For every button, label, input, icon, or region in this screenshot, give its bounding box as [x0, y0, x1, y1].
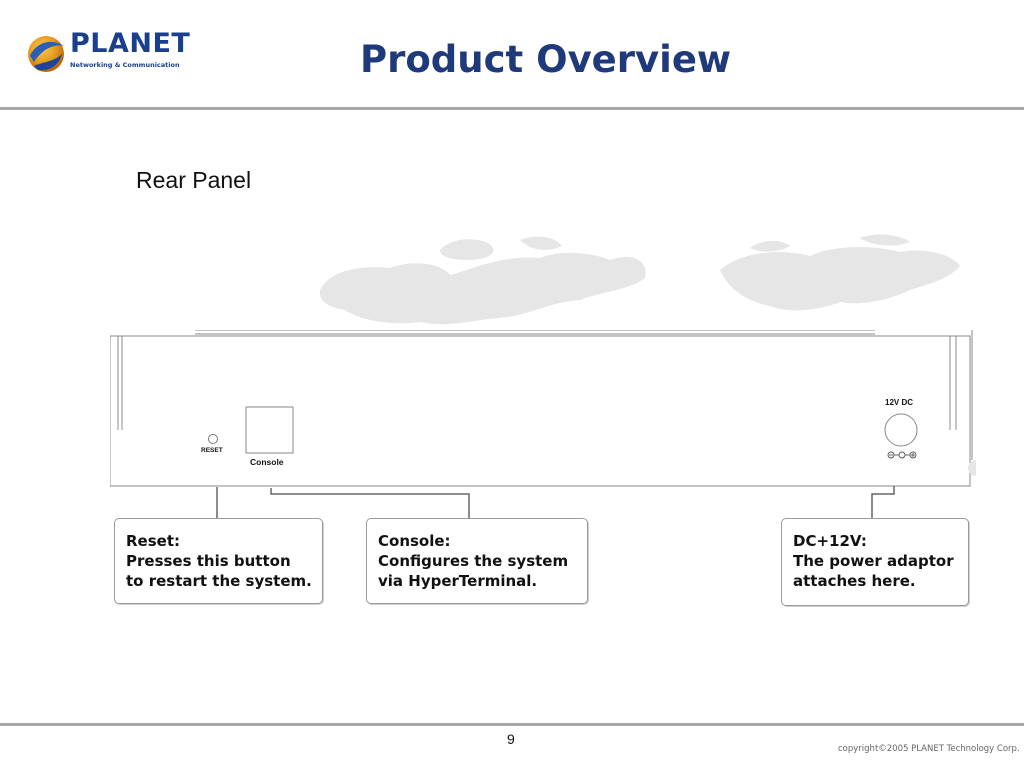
callout-power-line: The power adaptor — [793, 552, 954, 570]
world-map-graphic — [319, 234, 960, 325]
callout-reset-line: Presses this button — [126, 552, 291, 570]
power-label: 12V DC — [885, 398, 914, 407]
callout-power-line: attaches here. — [793, 572, 916, 590]
page-title: Product Overview — [360, 38, 732, 81]
callout-reset: Reset: Presses this button to restart th… — [114, 518, 323, 604]
section-subtitle: Rear Panel — [136, 167, 252, 193]
polarity-icon — [887, 451, 917, 459]
callout-power: DC+12V: The power adaptor attaches here. — [781, 518, 969, 606]
reset-hole-icon — [208, 434, 218, 444]
callout-connectors — [216, 486, 895, 520]
planet-logo — [22, 30, 182, 78]
header-divider — [0, 107, 1024, 110]
callout-console: Console: Configures the system via Hyper… — [366, 518, 588, 604]
callout-console-line: via HyperTerminal. — [378, 572, 538, 590]
console-label: Console — [250, 457, 284, 467]
copyright-notice: copyright©2005 PLANET Technology Corp. — [838, 744, 1020, 754]
callout-reset-line: to restart the system. — [126, 572, 312, 590]
reset-label: RESET — [201, 447, 223, 454]
rear-panel-drawing — [110, 330, 976, 487]
power-jack-icon — [884, 413, 918, 447]
callout-reset-heading: Reset: — [126, 532, 180, 550]
logo-tagline: Networking & Communication — [70, 61, 180, 69]
callout-power-heading: DC+12V: — [793, 532, 867, 550]
page-number: 9 — [507, 731, 515, 747]
globe-icon — [28, 36, 64, 72]
callout-console-heading: Console: — [378, 532, 451, 550]
console-port — [245, 406, 294, 454]
callout-console-line: Configures the system — [378, 552, 569, 570]
logo-wordmark: PLANET — [70, 28, 191, 59]
footer-divider — [0, 723, 1024, 726]
